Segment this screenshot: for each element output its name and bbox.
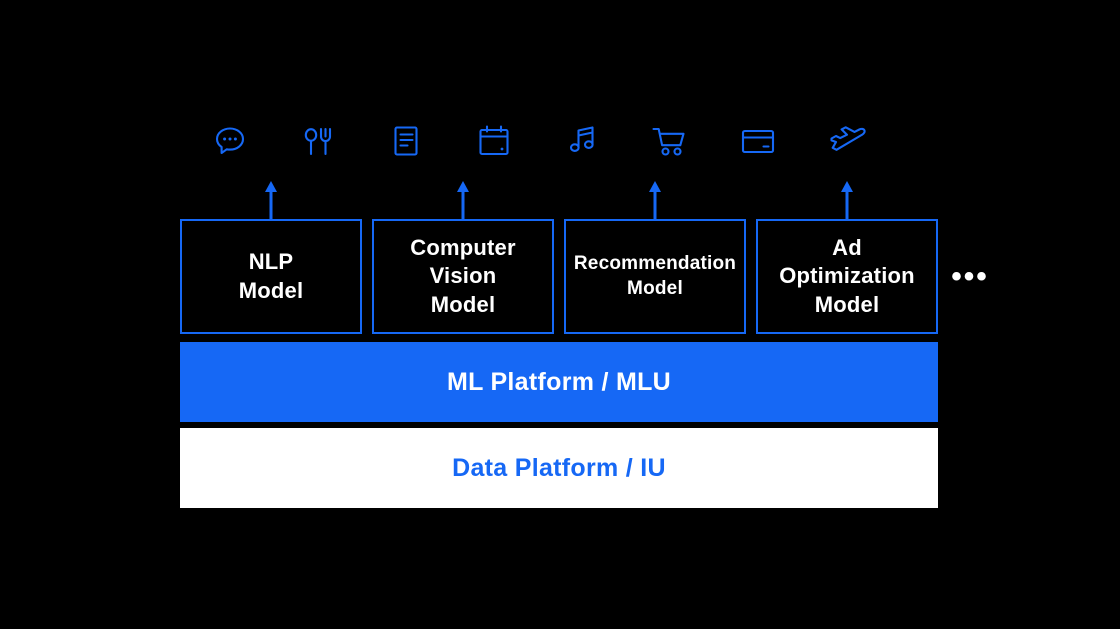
more-models-ellipsis: ••• xyxy=(951,260,989,293)
model-box-label: NLP Model xyxy=(238,248,304,303)
arrow-nlp-to-apps xyxy=(264,180,278,220)
credit-card-icon xyxy=(730,113,786,169)
calendar-icon xyxy=(466,113,522,169)
model-box-label: Computer Vision Model xyxy=(410,234,516,317)
data-platform-bar[interactable]: Data Platform / IU xyxy=(180,428,938,508)
ml-platform-label: ML Platform / MLU xyxy=(446,367,672,396)
model-box-ad-optimization[interactable]: Ad Optimization Model xyxy=(756,219,938,334)
model-box-recommendation[interactable]: Recommendation Model xyxy=(564,219,746,334)
arrow-cv-to-apps xyxy=(456,180,470,220)
shopping-cart-icon xyxy=(642,113,698,169)
restaurant-cutlery-icon xyxy=(290,113,346,169)
arrow-ad-optimization-to-apps xyxy=(840,180,854,220)
model-box-nlp[interactable]: NLP Model xyxy=(180,219,362,334)
model-box-computer-vision[interactable]: Computer Vision Model xyxy=(372,219,554,334)
music-note-icon xyxy=(554,113,610,169)
data-platform-label: Data Platform / IU xyxy=(452,453,666,482)
airplane-icon xyxy=(818,113,874,169)
ml-platform-bar[interactable]: ML Platform / MLU xyxy=(180,342,938,422)
arrow-recommendation-to-apps xyxy=(648,180,662,220)
model-box-label: Ad Optimization Model xyxy=(779,234,915,317)
model-box-label: Recommendation Model xyxy=(573,252,737,299)
document-icon xyxy=(378,113,434,169)
chat-bubble-icon xyxy=(202,113,258,169)
application-icon-row xyxy=(180,113,938,169)
